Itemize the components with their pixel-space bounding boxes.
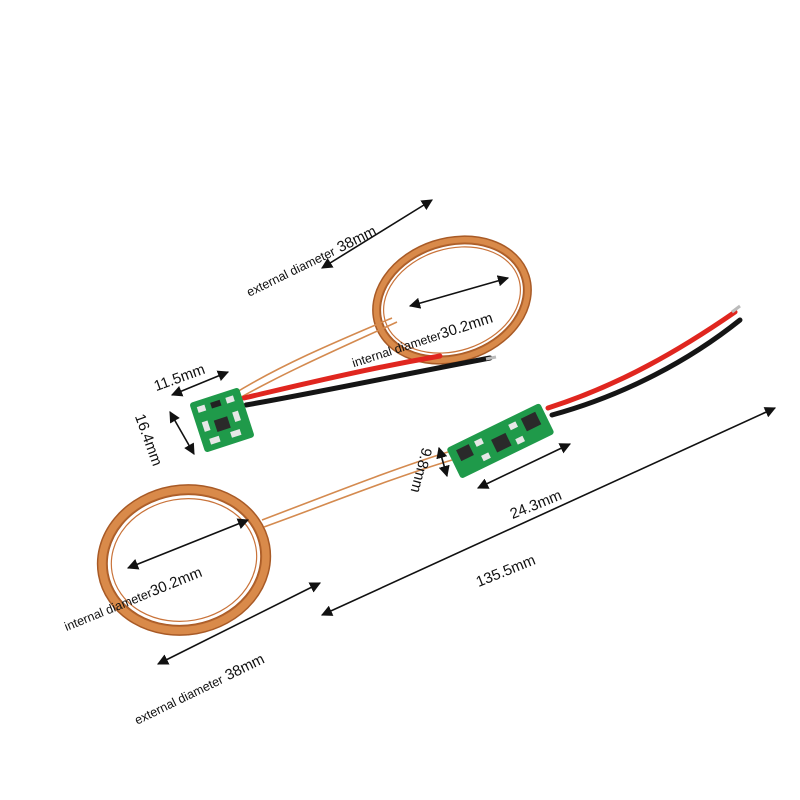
long-board-red-wire xyxy=(545,309,738,411)
red-wire-tip xyxy=(731,304,741,314)
small-board-black-wire xyxy=(243,355,493,408)
long-board-black-wire xyxy=(549,317,743,418)
black-wire-tip xyxy=(485,355,497,361)
arrow-small-height xyxy=(169,411,195,455)
arrow-bottom-external xyxy=(156,582,322,665)
arrow-bottom-internal xyxy=(126,518,250,570)
arrow-top-external xyxy=(321,199,433,269)
small-board-red-wire xyxy=(241,353,443,401)
long-pcb-board xyxy=(447,403,554,478)
arrow-small-width xyxy=(170,370,230,397)
top-coil-leads xyxy=(231,317,398,401)
small-pcb-board xyxy=(190,388,254,452)
arrow-total-length xyxy=(320,407,777,616)
arrow-top-internal xyxy=(408,275,510,309)
dimension-arrows xyxy=(126,199,777,665)
